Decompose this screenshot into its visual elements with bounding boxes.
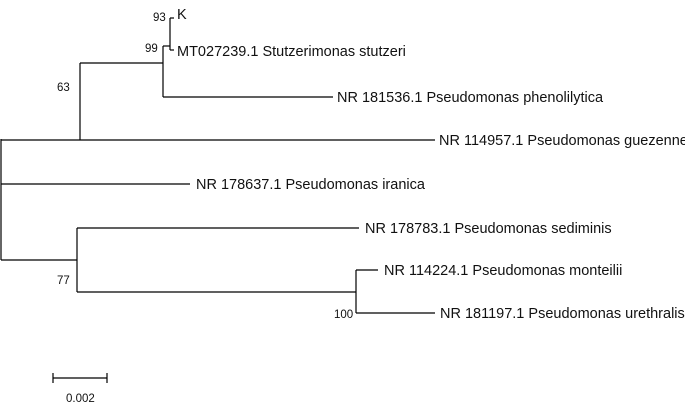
- scale-bar-label: 0.002: [66, 393, 95, 405]
- bootstrap-value-stutzeri-clade: 99: [145, 43, 158, 55]
- taxon-label-iranica: NR 178637.1 Pseudomonas iranica: [196, 177, 426, 193]
- taxon-label-monteilii: NR 114224.1 Pseudomonas monteilii: [384, 263, 622, 279]
- bootstrap-value-k-stutzeri: 93: [153, 12, 166, 24]
- taxon-label-phenolilytica: NR 181536.1 Pseudomonas phenolilytica: [337, 90, 604, 106]
- taxon-label-stutzeri: MT027239.1 Stutzerimonas stutzeri: [177, 44, 406, 60]
- bootstrap-value-lower-clade: 77: [57, 275, 70, 287]
- taxon-label-guezennei: NR 114957.1 Pseudomonas guezennei: [439, 133, 685, 149]
- bootstrap-value-monteilii-urethralis: 100: [334, 309, 353, 321]
- taxon-label-k: K: [177, 7, 187, 23]
- bootstrap-value-upper-clade: 63: [57, 82, 70, 94]
- taxon-label-sediminis: NR 178783.1 Pseudomonas sediminis: [365, 221, 612, 237]
- taxon-label-urethralis: NR 181197.1 Pseudomonas urethralis: [440, 306, 685, 322]
